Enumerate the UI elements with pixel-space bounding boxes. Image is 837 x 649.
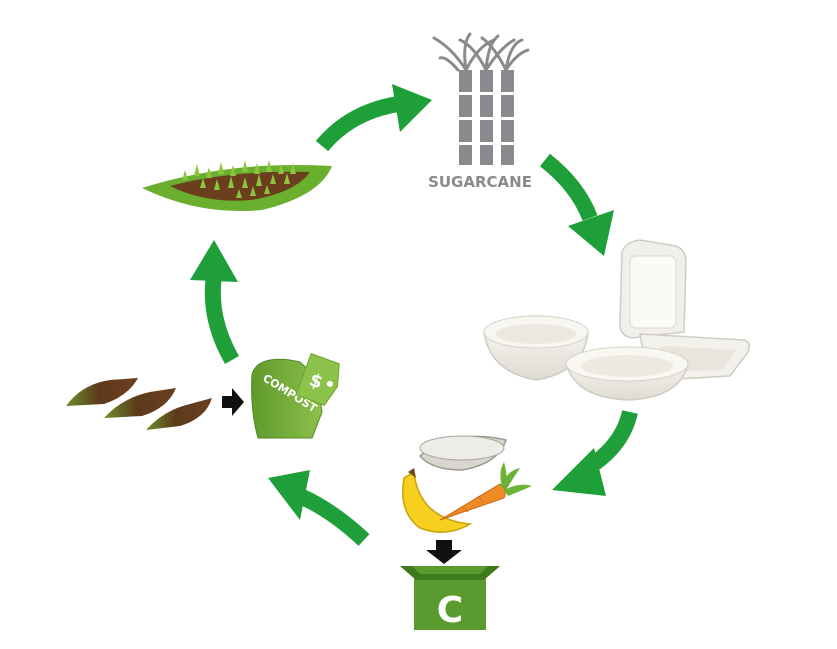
arrow-bin-to-compost [268,470,370,546]
compost-bag-icon: COMPOST $ [251,352,340,439]
used-bowl [418,435,507,471]
arrow-field-to-sugarcane [315,84,432,152]
compost-bin-icon: C [400,566,500,631]
arrow-packaging-to-waste [552,409,638,496]
seedlings [182,160,296,198]
arrow-sugarcane-to-packaging [539,153,614,256]
banana [402,468,473,533]
bowl-small [565,346,689,401]
packaging-icon [483,239,751,401]
sugarcane-label: SUGARCANE [428,173,532,191]
down-arrow-icon [426,540,462,564]
bowl-large [483,315,589,381]
arrow-compost-to-field [190,240,240,364]
soil-strips-icon [66,378,244,430]
sugarcane-icon: SUGARCANE [428,32,532,191]
cycle-arrows [190,84,638,546]
price-tag-icon: $ [295,352,340,406]
carrot [439,462,532,521]
food-waste-icon [402,435,532,564]
right-arrow-icon [222,388,244,416]
clamshell-container [619,239,751,381]
compost-bin-label: C [437,590,463,631]
field-icon [142,160,332,212]
